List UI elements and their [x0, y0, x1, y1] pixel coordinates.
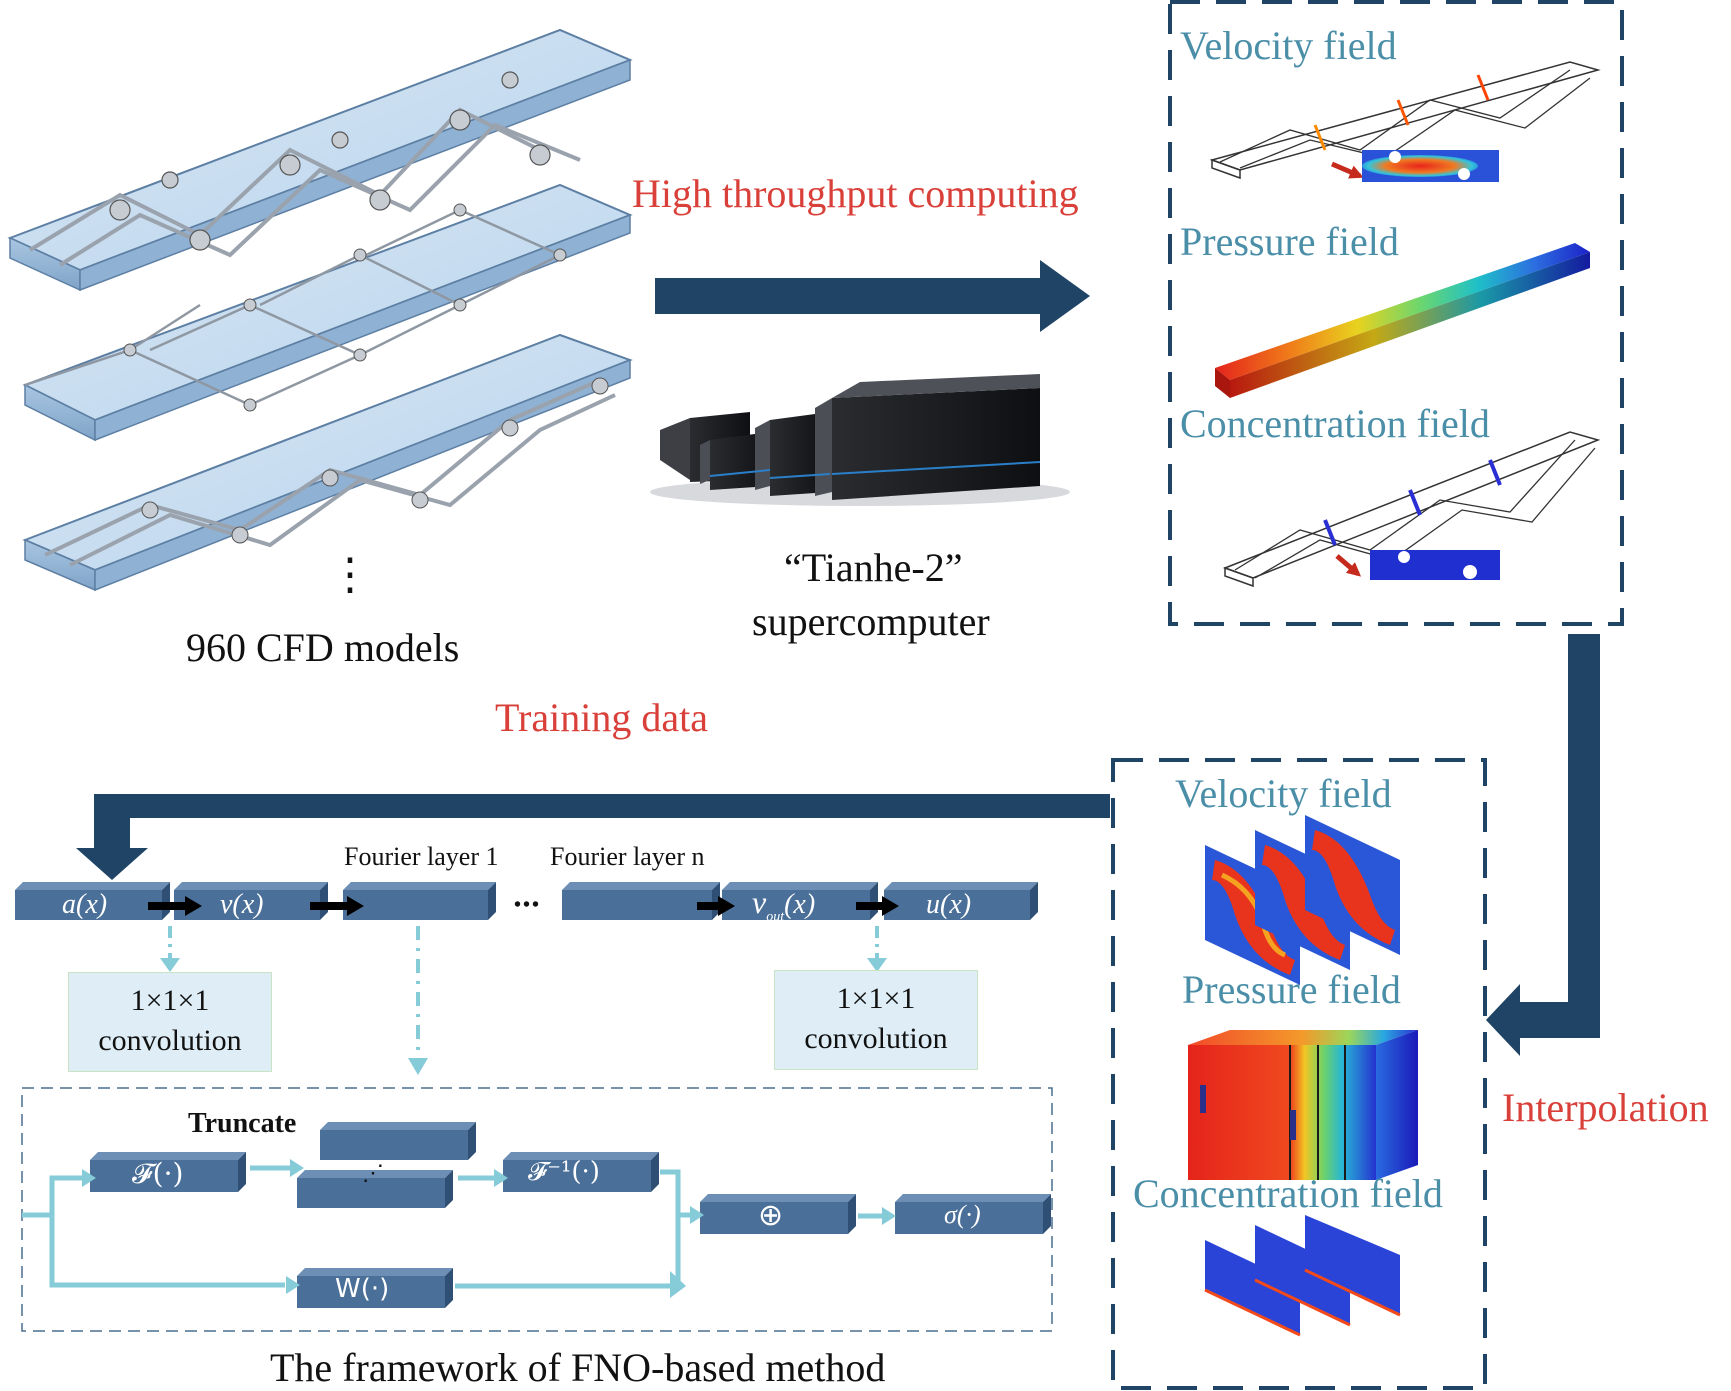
fourier-layer-detail-box: [21, 1087, 1053, 1332]
conv-right-line1: 1×1×1: [836, 982, 916, 1015]
v-out-base: v: [752, 884, 767, 920]
fourier-layer-n-label: Fourier layer n: [550, 842, 705, 871]
vertical-dots: ⋮: [328, 550, 372, 599]
high-throughput-arrow: [655, 260, 1090, 332]
fourier-transform-label: 𝓕(·): [132, 1157, 184, 1190]
v-out-arg: (x): [784, 889, 816, 920]
v-out-label: vout(x): [752, 884, 815, 925]
supercomputer-image: [650, 374, 1070, 506]
concentration-wireframe: [1222, 431, 1601, 588]
fourier-layer-blocks: [90, 1122, 1051, 1308]
training-arrow-shape: [76, 794, 1110, 880]
top-concentration-field-label: Concentration field: [1180, 401, 1490, 446]
conv-left-line2: convolution: [98, 1024, 242, 1057]
cfd-model-tray-1: [7, 28, 633, 292]
fourier-flow-lines: [22, 1165, 885, 1289]
fourier-layer-1-label: Fourier layer 1: [344, 842, 499, 871]
pipeline-ellipsis: •••: [514, 894, 542, 916]
inverse-fourier-label: 𝓕⁻¹(·): [528, 1157, 600, 1187]
bottom-concentration-field-label: Concentration field: [1133, 1171, 1443, 1216]
bottom-velocity-field-label: Velocity field: [1175, 771, 1392, 816]
a-x-label: a(x): [62, 889, 108, 920]
u-x-label: u(x): [926, 889, 972, 920]
pressure-cube: [1188, 1030, 1418, 1180]
fourier-flow-heads: [82, 1159, 896, 1298]
velocity-slices: [1205, 815, 1400, 985]
concentration-slices: [1204, 1215, 1401, 1337]
concentration-slice: [1370, 550, 1500, 580]
bottom-pressure-field-label: Pressure field: [1182, 967, 1401, 1012]
v-out-sub: out: [766, 909, 785, 925]
fno-blocks: [15, 882, 1038, 920]
conv-dash-arrows: [168, 926, 879, 1060]
sum-label: ⊕: [758, 1198, 784, 1233]
pipeline-arrows: [148, 896, 899, 916]
velocity-slice: [1362, 150, 1499, 182]
simulation-results-box: [1168, 0, 1624, 626]
cfd-model-tray-2: [22, 183, 633, 442]
conv-right-line2: convolution: [804, 1022, 948, 1055]
conv-box-left: 1×1×1 convolution: [68, 972, 272, 1072]
conv-left-line1: 1×1×1: [130, 984, 210, 1017]
truncate-dots: ⋰: [362, 1160, 384, 1185]
interpolation-label: Interpolation: [1502, 1085, 1709, 1130]
tianhe-label-line1: “Tianhe-2”: [784, 545, 963, 590]
high-throughput-label: High throughput computing: [632, 171, 1079, 216]
training-data-label: Training data: [495, 695, 708, 740]
v-x-label: v(x): [220, 889, 264, 920]
truncate-label: Truncate: [188, 1108, 297, 1139]
cfd-models-label: 960 CFD models: [186, 625, 460, 670]
velocity-wireframe: [1209, 61, 1601, 180]
cfd-model-tray-3: [22, 333, 633, 592]
top-pressure-field-label: Pressure field: [1180, 219, 1399, 264]
conv-box-right: 1×1×1 convolution: [774, 970, 978, 1070]
top-velocity-field-label: Velocity field: [1180, 23, 1397, 68]
tianhe-label-line2: supercomputer: [752, 599, 990, 644]
sigma-label: σ(·): [944, 1200, 981, 1229]
weight-label: W(·): [335, 1274, 390, 1304]
interpolated-fields-box: [1111, 758, 1487, 1390]
fno-framework-caption: The framework of FNO-based method: [270, 1345, 886, 1390]
interpolation-arrow: [1486, 634, 1600, 1056]
pressure-bar: [1215, 243, 1590, 398]
